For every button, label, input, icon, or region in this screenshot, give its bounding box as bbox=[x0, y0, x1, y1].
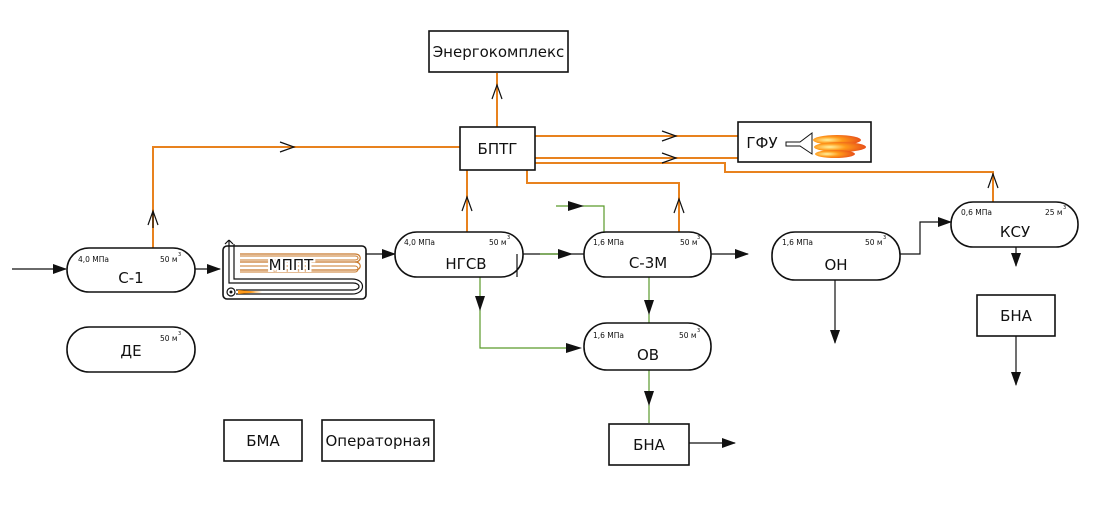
s1-volume-sup: 3 bbox=[178, 252, 181, 258]
gas-arrow bbox=[491, 83, 503, 100]
vessel-ksu: 0,6 МПа 25 м 3 КСУ bbox=[950, 201, 1079, 248]
ov-volume-sup: 3 bbox=[697, 328, 700, 334]
gas-arrow bbox=[661, 152, 678, 164]
vessel-s1: 4,0 МПа 50 м 3 С-1 bbox=[66, 247, 196, 293]
energy-complex-box: Энергокомплекс bbox=[428, 30, 569, 73]
mppt-heater: МППТ bbox=[222, 239, 367, 300]
s3m-volume: 50 м bbox=[680, 238, 698, 247]
on-label: ОН bbox=[824, 256, 847, 274]
s1-pressure: 4,0 МПа bbox=[78, 255, 109, 264]
on-volume-sup: 3 bbox=[883, 235, 886, 241]
burner-flame-icon bbox=[238, 290, 262, 294]
bna-bottom-box: БНА bbox=[608, 423, 690, 466]
gas-arrow bbox=[279, 141, 296, 153]
operator-room-label: Операторная bbox=[325, 432, 430, 450]
ksu-volume-sup: 3 bbox=[1063, 205, 1066, 211]
water-arrows bbox=[475, 201, 654, 406]
gas-arrow bbox=[461, 195, 473, 212]
gas-lines bbox=[152, 73, 994, 248]
ksu-pressure: 0,6 МПа bbox=[961, 208, 992, 217]
de-volume-sup: 3 bbox=[178, 331, 181, 337]
ksu-label: КСУ bbox=[1000, 223, 1030, 241]
vessel-on: 1,6 МПа 50 м 3 ОН bbox=[771, 231, 901, 281]
gas-arrow bbox=[661, 130, 678, 142]
gfu-box: ГФУ bbox=[737, 121, 872, 163]
operator-room-box: Операторная bbox=[321, 419, 435, 462]
bma-box: БМА bbox=[223, 419, 303, 462]
bna-right-label: БНА bbox=[1000, 307, 1033, 325]
main-flow-lines bbox=[12, 217, 1021, 448]
s1-label: С-1 bbox=[118, 269, 143, 287]
de-volume: 50 м bbox=[160, 334, 178, 343]
gas-arrow bbox=[673, 197, 685, 214]
flame-icon bbox=[813, 135, 866, 158]
s1-volume: 50 м bbox=[160, 255, 178, 264]
s3m-pressure: 1,6 МПа bbox=[593, 238, 624, 247]
gfu-label: ГФУ bbox=[746, 134, 777, 152]
s3m-label: С-3М bbox=[629, 254, 667, 272]
vessel-ngsv: 4,0 МПа 50 м 3 НГСВ bbox=[394, 231, 524, 278]
ov-label: ОВ bbox=[637, 346, 659, 364]
bptg-label: БПТГ bbox=[478, 140, 518, 158]
ov-pressure: 1,6 МПа bbox=[593, 331, 624, 340]
vessel-de: 50 м 3 ДЕ bbox=[66, 326, 196, 373]
ngsv-pressure: 4,0 МПа bbox=[404, 238, 435, 247]
de-label: ДЕ bbox=[120, 342, 141, 360]
ov-volume: 50 м bbox=[679, 331, 697, 340]
s3m-volume-sup: 3 bbox=[697, 235, 700, 241]
ngsv-volume: 50 м bbox=[489, 238, 507, 247]
gas-arrow bbox=[987, 172, 999, 189]
energy-complex-label: Энергокомплекс bbox=[433, 43, 565, 61]
flare-nozzle-icon bbox=[785, 132, 813, 155]
vessel-ov: 1,6 МПа 50 м 3 ОВ bbox=[583, 322, 712, 371]
ngsv-volume-sup: 3 bbox=[507, 235, 510, 241]
ksu-volume: 25 м bbox=[1045, 208, 1063, 217]
on-volume: 50 м bbox=[865, 238, 883, 247]
bna-bottom-label: БНА bbox=[633, 436, 666, 454]
bptg-box: БПТГ bbox=[459, 126, 536, 171]
bma-label: БМА bbox=[246, 432, 280, 450]
bna-right-box: БНА bbox=[976, 294, 1056, 337]
gas-arrow bbox=[147, 209, 159, 228]
gas-arrows bbox=[147, 83, 999, 228]
ngsv-label: НГСВ bbox=[445, 255, 486, 273]
on-pressure: 1,6 МПа bbox=[782, 238, 813, 247]
vessel-s3m: 1,6 МПа 50 м 3 С-3М bbox=[583, 231, 712, 278]
mppt-label: МППТ bbox=[269, 256, 315, 274]
